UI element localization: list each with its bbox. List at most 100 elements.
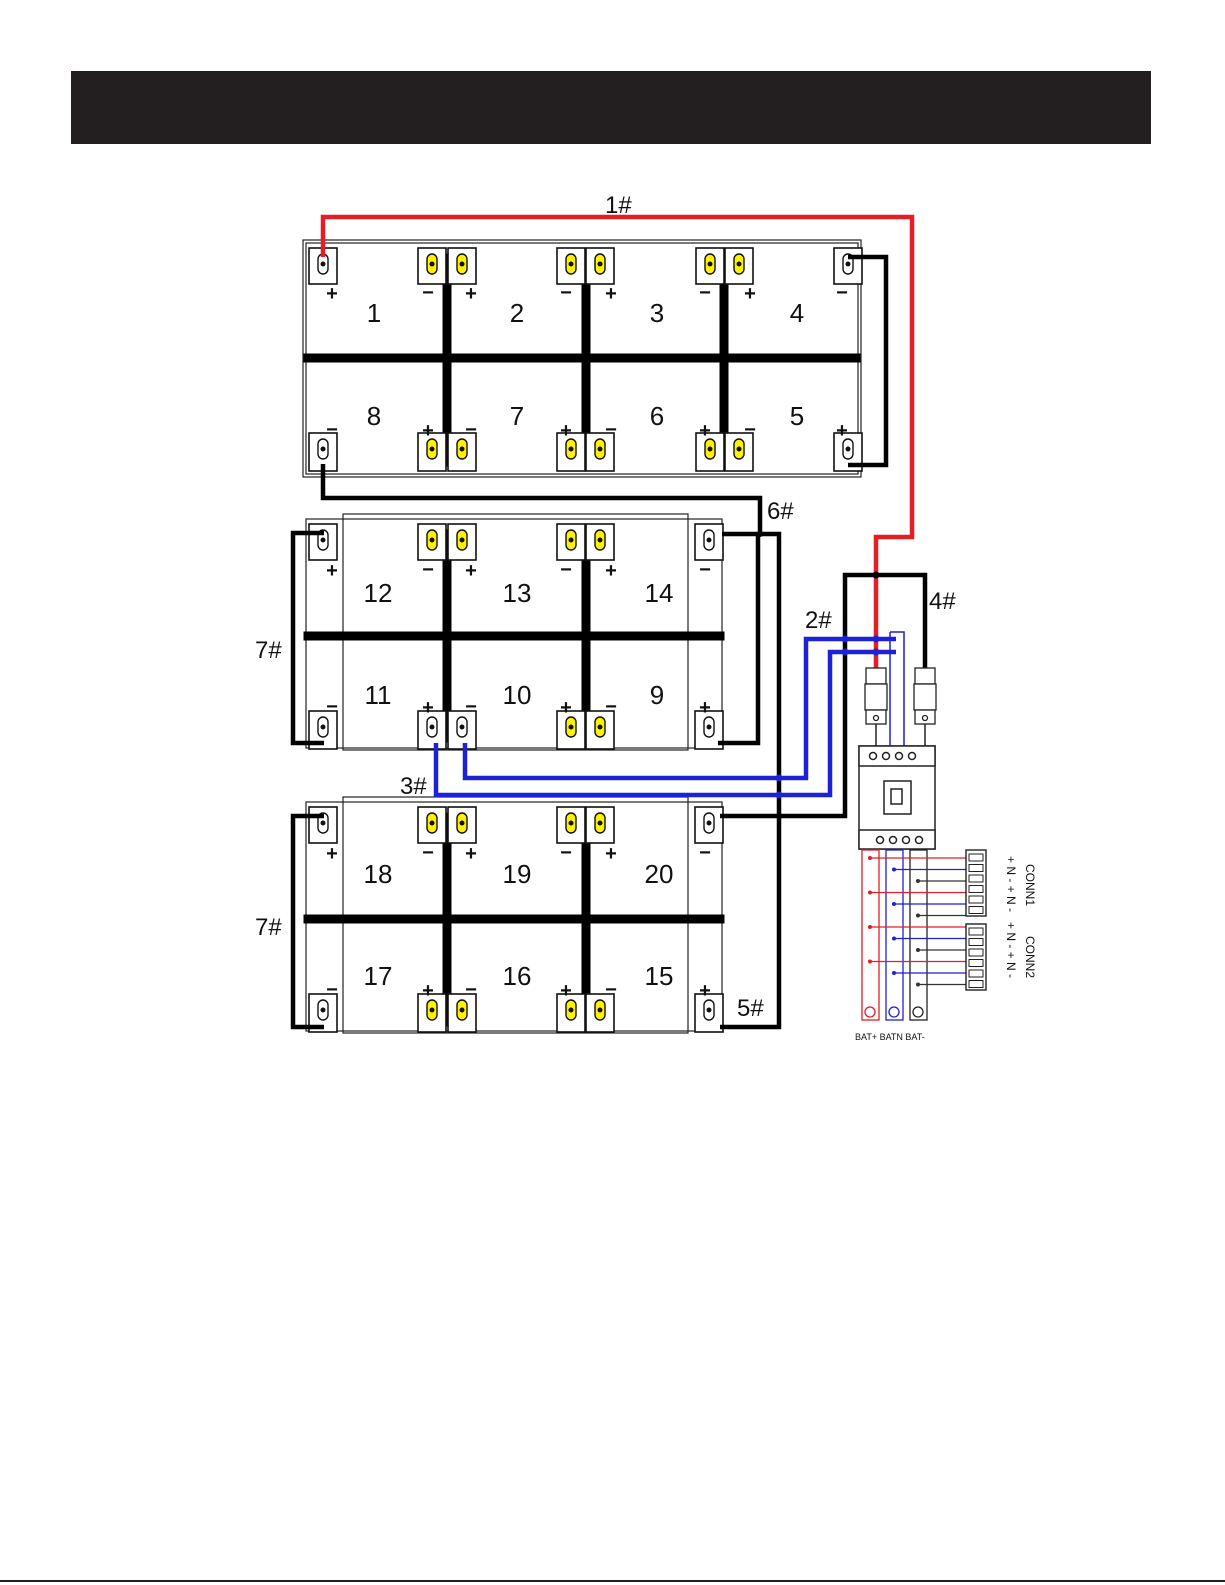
cell-1: 1 — [367, 298, 381, 328]
plus-mark: + — [465, 560, 477, 582]
battery-terminal — [448, 524, 476, 560]
connector-wire-dot — [916, 914, 920, 918]
plus-mark: + — [422, 980, 434, 1002]
label-wire-2: 2# — [805, 607, 832, 634]
fuse-negative — [915, 668, 935, 684]
minus-mark: − — [326, 696, 338, 718]
plus-mark: + — [699, 980, 711, 1002]
minus-mark: − — [699, 842, 711, 864]
connector-wire-dot — [916, 983, 920, 987]
minus-mark: − — [422, 282, 434, 304]
cell-15: 15 — [645, 961, 674, 991]
connector-wire-dot — [916, 879, 920, 883]
battery-terminal — [557, 807, 585, 843]
battery-terminal — [557, 248, 585, 284]
minus-mark: − — [605, 979, 617, 1001]
plus-mark: + — [560, 980, 572, 1002]
plus-mark: + — [744, 283, 756, 305]
label-wire-7a: 7# — [255, 637, 282, 664]
plus-mark: + — [605, 560, 617, 582]
connector-wire-dot — [868, 925, 872, 929]
cell-20: 20 — [645, 859, 674, 889]
minus-mark: − — [744, 419, 756, 441]
minus-mark: − — [699, 282, 711, 304]
plus-mark: + — [422, 697, 434, 719]
minus-mark: − — [605, 419, 617, 441]
plus-mark: + — [560, 420, 572, 442]
cell-6: 6 — [650, 401, 664, 431]
battery-terminal — [696, 248, 724, 284]
cell-7: 7 — [510, 401, 524, 431]
connector-wire-dot — [868, 891, 872, 895]
conn2-label: CONN2 — [1023, 936, 1037, 978]
battery-terminal — [834, 248, 862, 284]
wire-5 — [720, 534, 779, 1027]
battery-terminal — [448, 807, 476, 843]
minus-mark: − — [836, 282, 848, 304]
cell-9: 9 — [650, 680, 664, 710]
battery-terminal — [695, 807, 723, 843]
battery-terminal — [557, 524, 585, 560]
minus-mark: − — [326, 419, 338, 441]
battery-terminal — [309, 807, 337, 843]
cell-11: 11 — [365, 680, 392, 710]
battery-terminal — [418, 248, 446, 284]
battery-terminal — [418, 524, 446, 560]
minus-mark: − — [422, 842, 434, 864]
battery-terminal — [586, 524, 614, 560]
connector-labels: CONN1 CONN2 + N - + N - + N - + N - — [1004, 856, 1037, 978]
battery-terminal — [309, 524, 337, 560]
battery-terminal — [586, 248, 614, 284]
bus-bar-negative — [910, 850, 927, 1020]
plus-mark: + — [465, 283, 477, 305]
minus-mark: − — [605, 696, 617, 718]
minus-mark: − — [422, 559, 434, 581]
connector-wire-dot — [892, 902, 896, 906]
cell-separators — [308, 258, 856, 1022]
minus-mark: − — [326, 979, 338, 1001]
cell-18: 18 — [364, 859, 393, 889]
cell-17: 17 — [364, 961, 393, 991]
bus-bar-neutral — [886, 850, 903, 1020]
cell-13: 13 — [503, 578, 532, 608]
fuse-positive — [866, 668, 886, 684]
plus-mark: + — [326, 283, 338, 305]
wires-blue — [436, 632, 904, 795]
minus-mark: − — [560, 559, 572, 581]
label-wire-6: 6# — [767, 498, 794, 525]
plus-mark: + — [605, 843, 617, 865]
minus-mark: − — [560, 842, 572, 864]
plus-mark: + — [326, 843, 338, 865]
label-wire-4: 4# — [929, 588, 956, 615]
cell-8: 8 — [367, 401, 381, 431]
conn2-pins: + N - + N - — [1004, 922, 1018, 978]
wires-black — [293, 257, 925, 1027]
connector-wire-dot — [868, 960, 872, 964]
minus-mark: − — [465, 696, 477, 718]
connector-wire-dot — [892, 937, 896, 941]
label-wire-3: 3# — [400, 773, 427, 800]
minus-mark: − — [560, 282, 572, 304]
minus-mark: − — [465, 419, 477, 441]
battery-terminal — [695, 524, 723, 560]
cell-16: 16 — [503, 961, 532, 991]
label-wire-1: 1# — [605, 192, 632, 219]
plus-mark: + — [326, 560, 338, 582]
cell-14: 14 — [645, 578, 674, 608]
plus-mark: + — [422, 420, 434, 442]
connector-wire-dot — [892, 971, 896, 975]
plus-mark: + — [465, 843, 477, 865]
plus-mark: + — [836, 420, 848, 442]
battery-terminal — [418, 807, 446, 843]
breaker — [859, 746, 935, 849]
conn1-label: CONN1 — [1023, 864, 1037, 906]
connector-wire-dot — [916, 948, 920, 952]
cell-10: 10 — [503, 680, 532, 710]
bat-terminals-label: BAT+ BATN BAT- — [855, 1032, 925, 1042]
bus-bar-positive — [862, 850, 879, 1020]
battery-terminal — [448, 248, 476, 284]
label-wire-5: 5# — [737, 995, 764, 1022]
wire-labels: 1# 6# 4# 2# 7# 3# 7# 5# — [255, 192, 956, 1022]
connector-wire-dot — [892, 868, 896, 872]
